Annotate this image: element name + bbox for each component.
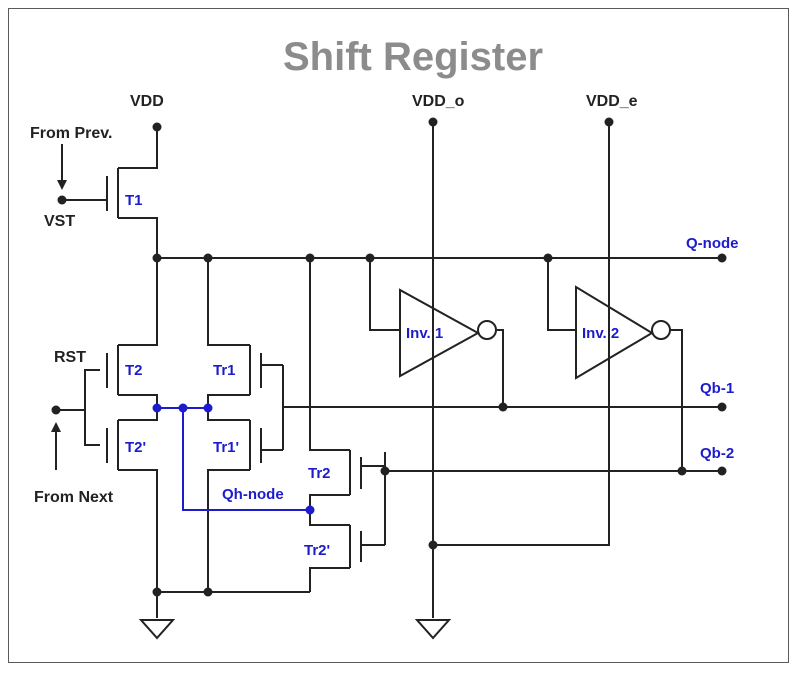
transistor-tr2p [349, 525, 385, 568]
from-prev-label: From Prev. [30, 125, 112, 142]
inverter-1 [399, 288, 497, 378]
transistor-t2p [106, 420, 119, 470]
inv2-label: Inv. 2 [582, 325, 619, 342]
diagram-title: Shift Register [283, 35, 543, 79]
tr2-label: Tr2 [308, 465, 331, 482]
qb1-label: Qb-1 [700, 380, 734, 397]
vdd-o-label: VDD_o [412, 93, 465, 110]
t2p-label: T2' [125, 439, 146, 456]
ground-icon [138, 619, 176, 640]
inv1-label: Inv. 1 [406, 325, 443, 342]
transistor-t1 [100, 168, 119, 218]
tr1-label: Tr1 [213, 362, 236, 379]
transistor-t2 [106, 345, 119, 395]
wires [56, 122, 722, 618]
q-node-label: Q-node [686, 235, 739, 252]
vdd-e-label: VDD_e [586, 93, 638, 110]
ground-icon [414, 619, 452, 640]
transistor-tr1p [249, 420, 283, 470]
t1-label: T1 [125, 192, 143, 209]
t2-label: T2 [125, 362, 143, 379]
transistor-tr2 [349, 450, 385, 495]
transistor-tr1 [249, 345, 283, 395]
diagram-frame [8, 8, 789, 663]
arrow-up-icon [51, 422, 61, 470]
inverter-2 [575, 285, 671, 380]
tr2p-label: Tr2' [304, 542, 330, 559]
arrow-down-icon [57, 144, 67, 190]
from-next-label: From Next [34, 489, 114, 506]
tr1p-label: Tr1' [213, 439, 239, 456]
rst-label: RST [54, 349, 86, 366]
junction-dots [51, 117, 727, 597]
qb2-label: Qb-2 [700, 445, 734, 462]
vdd-label: VDD [130, 93, 164, 110]
qh-node-net [152, 403, 315, 515]
vst-label: VST [44, 213, 75, 230]
qh-node-label: Qh-node [222, 486, 284, 503]
